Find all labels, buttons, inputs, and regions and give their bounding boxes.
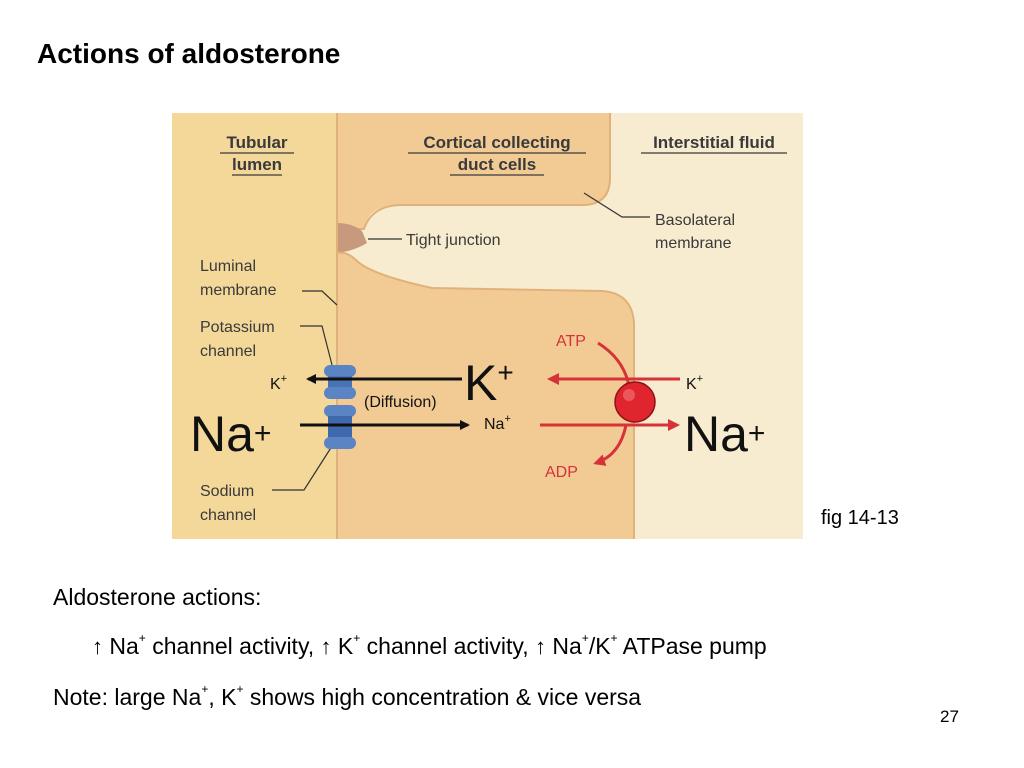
page-number: 27 [940,707,959,726]
label-adp: ADP [545,464,578,481]
sodium-channel [324,405,356,449]
tight-junction [337,223,367,253]
basolateral-leader [583,192,650,218]
label-basolateral-1: Basolateral [655,212,735,229]
label-na-large-left: Na+ [190,406,271,462]
aldosterone-actions-heading: Aldosterone actions: [53,584,262,610]
label-k-small-left: K+ [270,373,287,393]
label-potassium-2: channel [200,343,256,360]
up-arrow-icon: ↑ [535,634,546,659]
label-na-large-right: Na+ [684,406,765,462]
label-na-small: Na+ [484,413,511,433]
header-tubular-lumen-2: lumen [232,155,282,174]
figure-caption: fig 14-13 [821,507,899,529]
up-arrow-icon: ↑ [320,634,332,659]
header-interstitial: Interstitial fluid [653,133,775,152]
label-sodium-1: Sodium [200,483,254,500]
header-tubular-lumen-1: Tubular [226,133,287,152]
label-k-small-right: K+ [686,373,703,393]
label-luminal-2: membrane [200,282,277,299]
label-tight-junction: Tight junction [406,232,501,249]
label-sodium-2: channel [200,507,256,524]
na-k-atpase-pump [614,381,656,423]
potassium-channel [324,365,356,399]
label-basolateral-2: membrane [655,235,732,252]
header-cortical-2: duct cells [458,155,536,174]
aldosterone-actions-list: ↑ Na+ channel activity, ↑ K+ channel act… [92,631,767,659]
potassium-leader [300,325,333,366]
label-luminal-1: Luminal [200,258,256,275]
label-k-large: K+ [464,355,514,411]
aldosterone-diagram: Tubular lumen Cortical collecting duct c… [172,113,803,539]
header-cortical-1: Cortical collecting [423,133,570,152]
slide-title: Actions of aldosterone [37,38,341,69]
label-potassium-1: Potassium [200,319,275,336]
sodium-leader [272,442,335,491]
label-atp: ATP [556,333,586,350]
adp-curve-arrow [593,424,628,466]
label-diffusion: (Diffusion) [364,394,437,411]
luminal-leader [302,290,338,306]
up-arrow-icon: ↑ [92,634,103,659]
concentration-note: Note: large Na+, K+ shows high concentra… [53,682,642,710]
lower-cell [337,252,634,539]
upper-cell [337,113,610,229]
